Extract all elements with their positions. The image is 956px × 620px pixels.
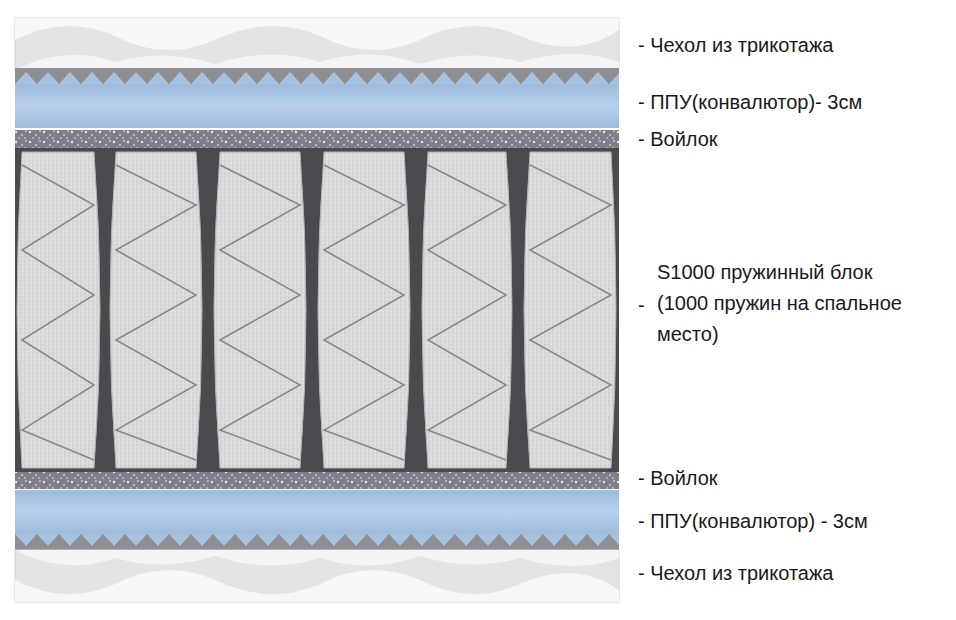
layer-label: - ППУ(конвалютор)- 3см bbox=[638, 90, 862, 114]
layer-label: - Чехол из трикотажа bbox=[638, 33, 834, 57]
layer-label: - bbox=[638, 293, 645, 317]
layer-label: - Войлок bbox=[638, 466, 718, 490]
layer-label: - Чехол из трикотажа bbox=[638, 561, 834, 585]
layer-label: - ППУ(конвалютор) - 3см bbox=[638, 509, 868, 533]
layer-label: S1000 пружинный блок (1000 пружин на спа… bbox=[657, 257, 922, 350]
layer-label: - Войлок bbox=[638, 127, 718, 151]
